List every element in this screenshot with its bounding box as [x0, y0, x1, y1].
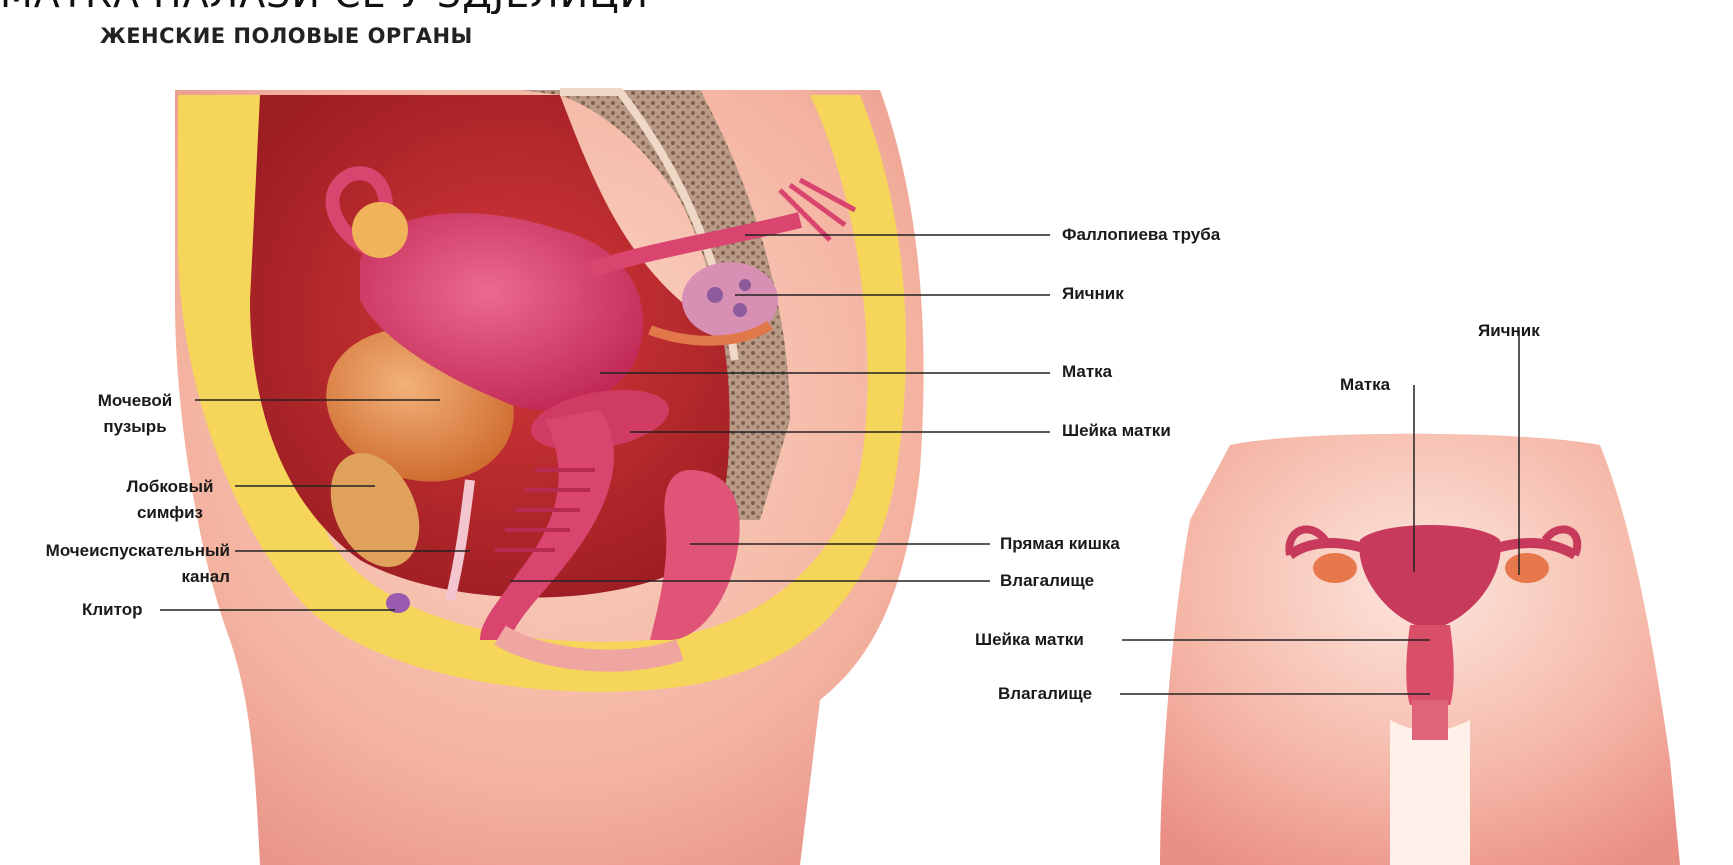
- label-bladder: Мочевой пузырь: [80, 388, 190, 440]
- label-pubic-symphysis: Лобковый симфиз: [110, 474, 230, 526]
- front-vagina: [1412, 700, 1448, 740]
- label-urethra: Мочеиспускательный канал: [8, 538, 230, 590]
- front-ovary-left: [1313, 553, 1357, 583]
- front-label-uterus: Матка: [1340, 372, 1390, 398]
- label-uterus: Матка: [1062, 359, 1112, 385]
- front-label-ovary: Яичник: [1478, 318, 1540, 344]
- label-fallopian-tube: Фаллопиева труба: [1062, 222, 1220, 248]
- front-label-cervix: Шейка матки: [975, 627, 1084, 653]
- label-vagina: Влагалище: [1000, 568, 1094, 594]
- label-clitoris: Клитор: [82, 597, 143, 623]
- label-ovary: Яичник: [1062, 281, 1124, 307]
- ovary-back: [352, 202, 408, 258]
- label-cervix: Шейка матки: [1062, 418, 1171, 444]
- front-ovary-right: [1505, 553, 1549, 583]
- front-label-vagina: Влагалище: [998, 681, 1092, 707]
- label-rectum: Прямая кишка: [1000, 531, 1120, 557]
- front-cervix: [1406, 625, 1454, 705]
